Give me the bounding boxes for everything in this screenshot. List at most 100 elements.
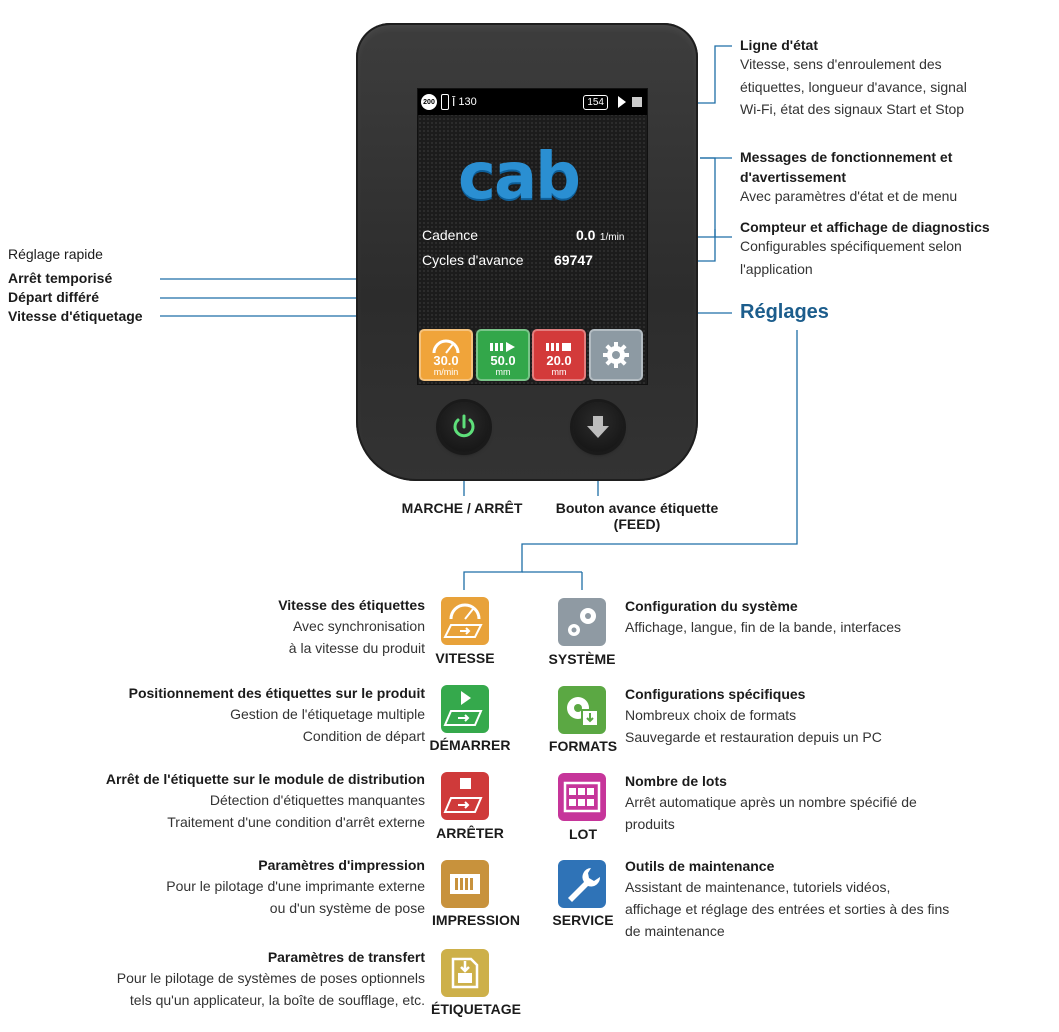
etiquetage-label: ÉTIQUETAGE	[431, 1001, 521, 1017]
feature-title: Paramètres de transfert	[267, 949, 425, 965]
feature-impression-text: Paramètres d'impression Pour le pilotage…	[166, 857, 425, 919]
feature-text: ou d'un système de pose	[269, 900, 425, 916]
feature-title: Paramètres d'impression	[258, 857, 425, 873]
power-button[interactable]	[439, 402, 489, 452]
cycles-label: Cycles d'avance	[422, 252, 524, 268]
feed-length-icon: Ī	[452, 95, 456, 109]
callout-text: Vitesse, sens d'enroulement des	[740, 56, 942, 72]
feature-vitesse-text: Vitesse des étiquettes Avec synchronisat…	[278, 597, 425, 659]
service-label: SERVICE	[552, 912, 614, 928]
callout-messages: Messages de fonctionnement et d'avertiss…	[740, 149, 957, 208]
feature-text: à la vitesse du produit	[288, 640, 425, 656]
callout-text: l'application	[740, 260, 813, 277]
cycles-value: 69747	[554, 252, 593, 268]
etiquetage-icon	[441, 949, 489, 997]
feature-title: Configuration du système	[625, 598, 798, 614]
speed-quick-button[interactable]: 30.0 m/min	[419, 329, 473, 381]
label-counter: 154	[583, 94, 608, 110]
feed-length-value: 130	[458, 96, 477, 108]
feature-text: Condition de départ	[302, 728, 425, 744]
feature-text: de maintenance	[625, 923, 725, 939]
feature-text: Détection d'étiquettes manquantes	[209, 792, 425, 808]
feature-title: Arrêt de l'étiquette sur le module de di…	[105, 771, 425, 787]
demarrer-label: DÉMARRER	[429, 737, 511, 753]
callout-title: Compteur et affichage de diagnostics	[740, 219, 990, 235]
feature-lot-text: Nombre de lots Arrêt automatique après u…	[625, 773, 917, 835]
feature-title: Configurations spécifiques	[625, 686, 806, 702]
vitesse-label: VITESSE	[435, 650, 495, 666]
vitesse-icon	[441, 597, 489, 645]
feature-text: Sauvegarde et restauration depuis un PC	[625, 729, 882, 745]
stop-delay-icon	[546, 343, 571, 351]
formats-icon	[558, 686, 606, 734]
feed-label: Bouton avance étiquette (FEED)	[532, 500, 742, 532]
stop-signal-icon	[632, 97, 642, 107]
feature-demarrer-text: Positionnement des étiquettes sur le pro…	[129, 685, 425, 747]
systeme-label: SYSTÈME	[548, 651, 616, 667]
feature-service-text: Outils de maintenance Assistant de maint…	[625, 858, 949, 942]
callout-title: d'avertissement	[740, 169, 847, 185]
stop-delay-unit: mm	[551, 367, 567, 377]
feature-text: Nombreux choix de formats	[625, 707, 797, 723]
speed-unit: m/min	[433, 367, 459, 377]
cadence-label: Cadence	[422, 227, 479, 243]
feature-title: Positionnement des étiquettes sur le pro…	[128, 685, 425, 701]
cadence-unit: 1/min	[599, 232, 625, 243]
feature-arreter-text: Arrêt de l'étiquette sur le module de di…	[106, 771, 425, 833]
feature-text: produits	[625, 816, 675, 832]
feature-text: Gestion de l'étiquetage multiple	[230, 706, 425, 722]
stop-delay-value: 20.0	[546, 353, 572, 368]
feed-label-line-2: (FEED)	[613, 516, 661, 532]
arreter-icon	[441, 772, 489, 820]
start-delay-value: 50.0	[490, 353, 516, 368]
feature-text: Avec synchronisation	[292, 618, 425, 634]
feature-text: tels qu'un applicateur, la boîte de souf…	[129, 992, 425, 1008]
cab-logo: cab	[458, 140, 581, 214]
label-speed: Vitesse d'étiquetage	[8, 308, 143, 324]
feature-title: Nombre de lots	[625, 773, 727, 789]
systeme-icon	[558, 598, 606, 646]
lot-icon	[558, 773, 606, 821]
arrow-down-icon	[587, 416, 609, 438]
callout-status-line: Ligne d'état Vitesse, sens d'enroulement…	[740, 37, 967, 121]
stop-delay-quick-button[interactable]: 20.0 mm	[532, 329, 586, 381]
power-icon	[453, 414, 475, 438]
feature-text: Pour le pilotage d'une imprimante extern…	[166, 878, 425, 894]
reglages-heading: Réglages	[740, 301, 829, 323]
start-signal-icon	[618, 96, 626, 108]
callout-text: Configurables spécifiquement selon	[740, 238, 962, 254]
start-delay-icon	[490, 342, 515, 352]
feature-text: Traitement d'une condition d'arrêt exter…	[167, 814, 425, 830]
label-roll-icon	[441, 94, 449, 110]
feature-etiquetage-text: Paramètres de transfert Pour le pilotage…	[117, 949, 425, 1011]
gear-icon	[603, 342, 629, 368]
settings-button[interactable]	[589, 329, 643, 381]
feature-text: Assistant de maintenance, tutoriels vidé…	[625, 879, 891, 895]
touch-screen: 200 Ī 130 154 cab Cadence 0.0 1/min Cycl…	[417, 88, 648, 385]
label-start-delay: Départ différé	[8, 289, 100, 305]
power-label: MARCHE / ARRÊT	[401, 500, 523, 516]
demarrer-icon	[441, 685, 489, 733]
feature-text: Affichage, langue, fin de la bande, inte…	[625, 619, 902, 635]
callout-counters: Compteur et affichage de diagnostics Con…	[740, 219, 990, 280]
feature-text: Pour le pilotage de systèmes de poses op…	[116, 970, 425, 986]
impression-label: IMPRESSION	[432, 912, 520, 928]
service-icon	[558, 860, 606, 908]
feature-text: affichage et réglage des entrées et sort…	[625, 901, 950, 917]
cadence-value: 0.0	[576, 227, 596, 243]
impression-icon	[441, 860, 489, 908]
callout-title: Messages de fonctionnement et	[740, 149, 953, 165]
start-delay-quick-button[interactable]: 50.0 mm	[476, 329, 530, 381]
start-delay-unit: mm	[495, 367, 511, 377]
feed-button[interactable]	[573, 402, 623, 452]
formats-label: FORMATS	[548, 738, 618, 754]
callout-title: Ligne d'état	[740, 37, 818, 53]
label-stop-delay: Arrêt temporisé	[8, 270, 113, 286]
resolution-badge: 200	[421, 94, 437, 110]
callout-text: Wi-Fi, état des signaux Start et Stop	[740, 101, 965, 117]
feed-label-line-1: Bouton avance étiquette	[555, 500, 719, 516]
arreter-label: ARRÊTER	[436, 825, 504, 841]
feature-title: Outils de maintenance	[625, 858, 775, 874]
gauge-icon	[432, 339, 460, 354]
status-line: 200 Ī 130 154	[418, 89, 647, 115]
